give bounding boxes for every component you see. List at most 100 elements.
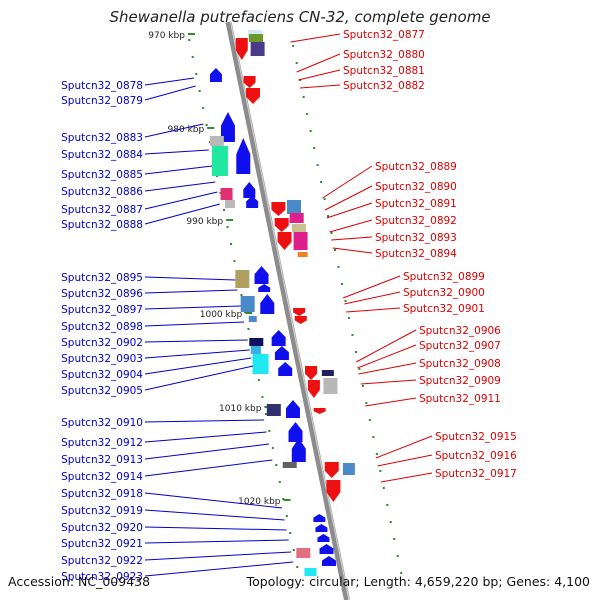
reverse-gene-label: Sputcn32_0882 bbox=[343, 80, 425, 92]
reverse-leader-line bbox=[344, 291, 401, 305]
reverse-leader-line bbox=[342, 275, 401, 299]
reverse-gene-label: Sputcn32_0901 bbox=[403, 303, 485, 315]
forward-gene-arrow bbox=[319, 544, 334, 554]
reverse-leader-line bbox=[345, 307, 401, 313]
gene-block bbox=[321, 370, 334, 376]
gene-block bbox=[291, 224, 306, 232]
gene-block bbox=[249, 338, 264, 346]
gene-block bbox=[304, 568, 317, 576]
gene-block bbox=[220, 188, 233, 200]
reverse-leader-line bbox=[298, 69, 341, 81]
forward-gene-arrow bbox=[321, 556, 336, 566]
forward-gene-arrow bbox=[286, 400, 300, 418]
map-title: Shewanella putrefaciens CN-32, complete … bbox=[109, 8, 491, 26]
forward-leader-line bbox=[144, 123, 204, 138]
gene-block bbox=[323, 378, 338, 394]
reverse-gene-arrow bbox=[324, 462, 339, 478]
forward-leader-line bbox=[144, 339, 248, 343]
forward-gene-arrow bbox=[246, 196, 259, 208]
scale-label: 980 kbp bbox=[168, 125, 205, 135]
reverse-leader-line bbox=[322, 165, 373, 199]
reverse-leader-line bbox=[324, 185, 373, 211]
forward-gene-arrow bbox=[260, 294, 275, 314]
genome-backbone bbox=[225, 21, 350, 600]
gene-block bbox=[225, 200, 235, 208]
forward-leader-line bbox=[144, 431, 267, 443]
reverse-gene-arrow bbox=[293, 308, 306, 316]
reverse-gene-label: Sputcn32_0906 bbox=[419, 325, 501, 337]
forward-leader-line bbox=[144, 289, 238, 294]
reverse-leader-line bbox=[355, 329, 417, 363]
reverse-leader-line bbox=[332, 247, 373, 254]
forward-leader-line bbox=[144, 321, 245, 327]
forward-gene-label: Sputcn32_0883 bbox=[61, 132, 143, 144]
reverse-gene-label: Sputcn32_0907 bbox=[419, 340, 501, 352]
reverse-leader-line bbox=[326, 202, 373, 219]
reverse-gene-label: Sputcn32_0880 bbox=[343, 49, 425, 61]
gene-block bbox=[209, 136, 224, 146]
reverse-gene-label: Sputcn32_0877 bbox=[343, 29, 425, 41]
forward-leader-line bbox=[144, 526, 287, 531]
reverse-gene-arrow bbox=[274, 218, 289, 232]
reverse-gene-label: Sputcn32_0899 bbox=[403, 271, 485, 283]
gene-block bbox=[289, 213, 304, 223]
forward-leader-line bbox=[144, 561, 294, 577]
forward-leader-line bbox=[144, 77, 195, 86]
reverse-gene-label: Sputcn32_0893 bbox=[375, 232, 457, 244]
gene-block bbox=[296, 548, 311, 558]
reverse-gene-arrow bbox=[305, 366, 318, 380]
forward-gene-arrow bbox=[278, 362, 293, 376]
reverse-gene-label: Sputcn32_0917 bbox=[435, 468, 517, 480]
forward-leader-line bbox=[144, 459, 273, 477]
gene-block bbox=[250, 346, 261, 354]
reverse-leader-line bbox=[360, 379, 417, 385]
reverse-gene-label: Sputcn32_0911 bbox=[419, 393, 501, 405]
forward-leader-line bbox=[144, 357, 252, 375]
forward-gene-label: Sputcn32_0910 bbox=[61, 417, 143, 429]
forward-gene-label: Sputcn32_0895 bbox=[61, 272, 143, 284]
reverse-gene-arrow bbox=[313, 408, 326, 414]
reverse-leader-line bbox=[377, 454, 433, 467]
reverse-gene-arrow bbox=[243, 76, 256, 88]
forward-gene-arrow bbox=[209, 68, 222, 82]
reverse-leader-line bbox=[296, 53, 341, 73]
forward-gene-label: Sputcn32_0896 bbox=[61, 288, 143, 300]
gene-block bbox=[282, 462, 297, 468]
forward-gene-label: Sputcn32_0919 bbox=[61, 505, 143, 517]
scale-label: 970 kbp bbox=[148, 31, 185, 41]
forward-gene-label: Sputcn32_0902 bbox=[61, 337, 143, 349]
forward-gene-label: Sputcn32_0920 bbox=[61, 522, 143, 534]
forward-gene-arrow bbox=[288, 422, 303, 442]
gene-block bbox=[250, 42, 265, 56]
forward-gene-arrow bbox=[236, 138, 251, 174]
reverse-gene-label: Sputcn32_0909 bbox=[419, 375, 501, 387]
forward-leader-line bbox=[144, 365, 254, 391]
forward-leader-line bbox=[144, 443, 270, 460]
reverse-leader-line bbox=[358, 362, 417, 375]
forward-gene-label: Sputcn32_0886 bbox=[61, 186, 143, 198]
reverse-gene-label: Sputcn32_0894 bbox=[375, 248, 457, 260]
reverse-gene-label: Sputcn32_0916 bbox=[435, 450, 517, 462]
forward-leader-line bbox=[144, 305, 241, 310]
reverse-gene-label: Sputcn32_0889 bbox=[375, 161, 457, 173]
forward-gene-label: Sputcn32_0887 bbox=[61, 204, 143, 216]
reverse-leader-line bbox=[300, 84, 341, 89]
reverse-leader-line bbox=[329, 219, 373, 233]
forward-gene-label: Sputcn32_0914 bbox=[61, 471, 143, 483]
gene-block bbox=[287, 200, 301, 214]
forward-gene-label: Sputcn32_0922 bbox=[61, 555, 143, 567]
forward-gene-label: Sputcn32_0903 bbox=[61, 353, 143, 365]
forward-gene-label: Sputcn32_0912 bbox=[61, 437, 143, 449]
reverse-gene-arrow bbox=[294, 316, 307, 324]
reverse-gene-arrow bbox=[326, 480, 341, 502]
gene-block bbox=[248, 34, 263, 42]
forward-leader-line bbox=[144, 191, 218, 210]
forward-gene-label: Sputcn32_0923 bbox=[61, 571, 143, 583]
forward-gene-label: Sputcn32_0884 bbox=[61, 149, 143, 161]
reverse-leader-line bbox=[375, 435, 433, 459]
reverse-leader-line bbox=[357, 344, 417, 369]
reverse-leader-line bbox=[380, 472, 433, 483]
forward-gene-arrow bbox=[313, 514, 326, 522]
forward-gene-arrow bbox=[317, 534, 330, 542]
reverse-gene-arrow bbox=[271, 202, 286, 216]
